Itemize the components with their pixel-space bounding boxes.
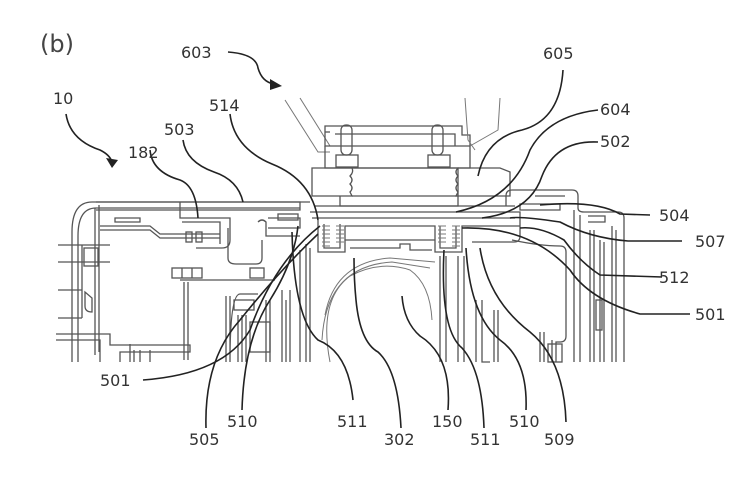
label-150: 150 — [432, 412, 463, 431]
leader-514 — [229, 113, 319, 221]
round-body-302 — [299, 244, 499, 363]
label-302: 302 — [384, 430, 415, 449]
leader-501-right — [461, 227, 690, 315]
label-510-left: 510 — [227, 412, 258, 431]
label-501-left: 501 — [100, 371, 131, 390]
label-501-right: 501 — [695, 305, 726, 324]
label-502: 502 — [600, 132, 631, 151]
leader-509 — [479, 247, 567, 423]
label-605: 605 — [543, 44, 574, 63]
leader-502 — [481, 141, 599, 219]
leader-302 — [353, 257, 402, 429]
leader-501-left — [142, 225, 321, 381]
left-housing — [56, 201, 310, 362]
spring-right — [438, 225, 460, 247]
leader-150 — [401, 295, 450, 411]
label-511-right: 511 — [470, 430, 501, 449]
leader-511-left — [291, 231, 354, 401]
assembly-drawing — [56, 97, 625, 363]
label-10: 10 — [53, 89, 73, 108]
leader-605 — [477, 69, 564, 177]
label-504: 504 — [659, 206, 690, 225]
arrowhead-603 — [270, 79, 282, 90]
ribs-left — [171, 267, 291, 363]
arrowhead-10 — [106, 158, 118, 168]
right-housing — [505, 189, 625, 363]
leader-510-right — [465, 247, 527, 411]
leader-604 — [455, 109, 599, 213]
label-505: 505 — [189, 430, 220, 449]
reference-labels: 10 182 503 514 603 605 604 502 504 507 5… — [53, 43, 726, 449]
label-512: 512 — [659, 268, 690, 287]
leader-lines — [65, 51, 690, 429]
leader-503 — [182, 139, 244, 203]
leader-504 — [539, 202, 651, 216]
block-182 — [179, 202, 301, 265]
label-510-right: 510 — [509, 412, 540, 431]
leader-182 — [149, 149, 199, 219]
upper-mechanism-603 — [284, 97, 515, 207]
leader-603 — [227, 51, 275, 85]
center-plate — [310, 211, 521, 253]
label-603: 603 — [181, 43, 212, 62]
label-182: 182 — [128, 143, 159, 162]
spring-left — [322, 225, 344, 247]
leader-507 — [509, 216, 682, 242]
leader-10 — [65, 113, 113, 163]
label-511-left: 511 — [337, 412, 368, 431]
label-503: 503 — [164, 120, 195, 139]
leader-511-right — [442, 249, 485, 429]
label-514: 514 — [209, 96, 240, 115]
leader-505 — [205, 233, 319, 429]
figure-label: (b) — [40, 30, 74, 58]
label-604: 604 — [600, 100, 631, 119]
label-507: 507 — [695, 232, 726, 251]
leader-512 — [519, 226, 663, 278]
label-509: 509 — [544, 430, 575, 449]
